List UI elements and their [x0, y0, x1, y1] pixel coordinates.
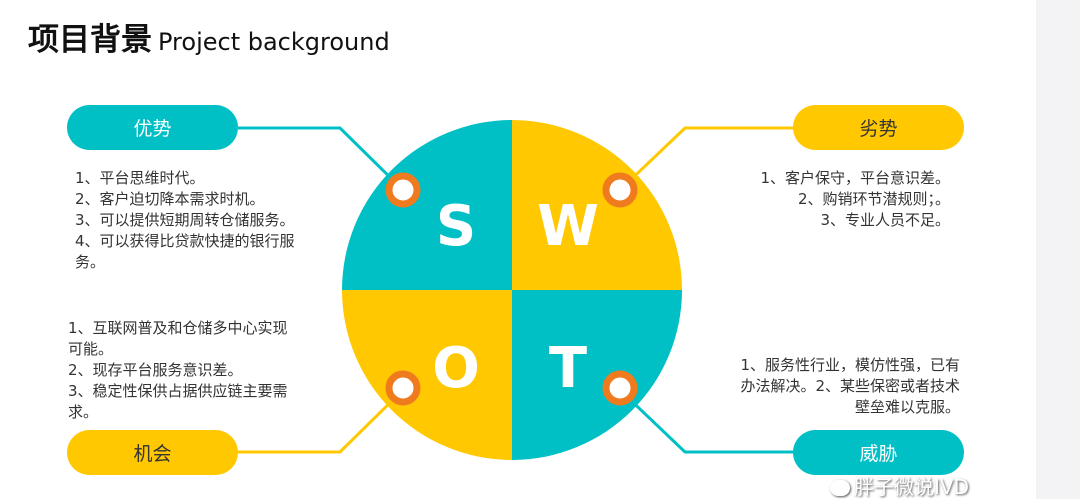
- title-en: Project background: [158, 28, 390, 56]
- letter-t: T: [549, 336, 587, 401]
- ring-icon-w: [602, 172, 638, 208]
- quadrant-s: [342, 120, 512, 290]
- quadrant-o: [342, 290, 512, 460]
- connector-o: [238, 388, 405, 454]
- list-item: 3、专业人员不足。: [820, 211, 950, 229]
- title-zh: 项目背景: [28, 22, 152, 58]
- connector-t: [618, 388, 793, 454]
- list-item: 4、可以获得比贷款快捷的银行服务。: [75, 232, 295, 271]
- threats-pill: 威胁: [793, 430, 964, 475]
- list-item: 2、客户迫切降本需求时机。: [75, 190, 265, 208]
- wechat-icon: [830, 479, 850, 496]
- ring-icon-o: [385, 370, 421, 406]
- strengths-pill: 优势: [67, 105, 238, 150]
- list-item: 2、购销环节潜规则；。: [797, 190, 950, 208]
- watermark: 胖子微说IVD: [830, 476, 969, 499]
- list-item: 1、客户保守，平台意识差。: [760, 169, 950, 187]
- page-title: 项目背景 Project background: [28, 14, 390, 59]
- letter-s: S: [436, 194, 476, 259]
- threats-text: 1、服务性行业，模仿性强，已有办法解决。2、某些保密或者技术壁垒难以克服。: [740, 356, 960, 416]
- list-item: 3、稳定性保供占据供应链主要需求。: [68, 382, 288, 421]
- strengths-list: 1、平台思维时代。 2、客户迫切降本需求时机。 3、可以提供短期周转仓储服务。 …: [75, 168, 305, 273]
- list-item: 3、可以提供短期周转仓储服务。: [75, 211, 295, 229]
- letter-o: O: [432, 336, 480, 401]
- letter-w: W: [537, 194, 599, 259]
- list-item: 1、互联网普及和仓储多中心实现可能。: [68, 319, 288, 358]
- quadrant-t: [512, 290, 682, 460]
- watermark-text: 胖子微说IVD: [854, 475, 969, 499]
- opportunities-pill: 机会: [67, 430, 238, 475]
- opportunities-list: 1、互联网普及和仓储多中心实现可能。 2、现存平台服务意识差。 3、稳定性保供占…: [68, 318, 298, 423]
- weaknesses-pill: 劣势: [793, 105, 964, 150]
- list-item: 1、平台思维时代。: [75, 169, 205, 187]
- connector-w: [618, 126, 793, 192]
- ring-icon-s: [385, 172, 421, 208]
- weaknesses-list: 1、客户保守，平台意识差。 2、购销环节潜规则；。 3、专业人员不足。: [700, 168, 950, 231]
- side-strip: [1036, 0, 1080, 499]
- ring-icon-t: [602, 370, 638, 406]
- quadrant-w: [512, 120, 682, 290]
- list-item: 2、现存平台服务意识差。: [68, 361, 243, 379]
- connector-s: [238, 126, 405, 192]
